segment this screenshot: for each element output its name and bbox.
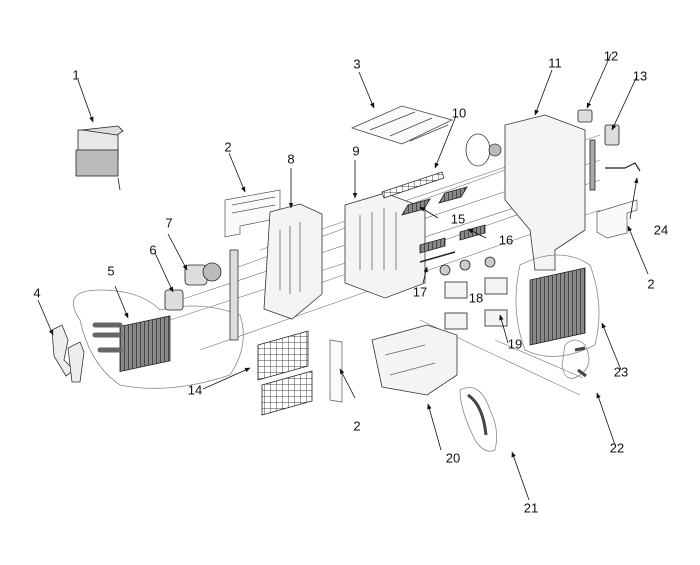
callout-4: 4: [33, 285, 41, 301]
callout-8: 8: [287, 151, 295, 167]
part-2-duct-panel: [224, 189, 281, 238]
part-4-bracket: [51, 324, 85, 383]
callout-14: 14: [187, 382, 203, 398]
callout-11: 11: [548, 55, 562, 71]
callout-19: 19: [507, 336, 523, 352]
part-10-door-strip: [381, 171, 445, 199]
callout-23: 23: [613, 364, 629, 380]
callout-16: 16: [498, 232, 514, 248]
part-19-frames: [444, 277, 508, 330]
part-11-case-right: [465, 114, 586, 271]
part-16-door: [419, 224, 486, 254]
callout-24: 24: [653, 222, 669, 238]
part-18-link: [439, 256, 496, 276]
callout-2-lower: 2: [353, 418, 361, 434]
part-12-actuator: [577, 109, 593, 123]
part-7-actuator: [184, 262, 222, 286]
callout-1: 1: [72, 67, 80, 83]
callout-10: 10: [451, 105, 467, 121]
part-17-shaft: [419, 251, 456, 263]
callout-20: 20: [445, 450, 461, 466]
part-20-lower-case: [329, 324, 458, 403]
callout-17: 17: [412, 284, 428, 300]
part-22-pipe: [561, 339, 590, 379]
part-1-engine: [75, 125, 124, 191]
callout-22: 22: [609, 440, 625, 456]
part-13-actuator: [589, 124, 620, 191]
callout-7: 7: [165, 215, 173, 231]
leader-arrows: [37, 53, 649, 501]
part-6-actuator: [164, 289, 184, 311]
callout-2-right: 2: [647, 276, 655, 292]
part-23-evaporator: [515, 254, 600, 357]
part-8-case-left: [229, 203, 323, 341]
callout-13: 13: [632, 68, 648, 84]
callout-2: 2: [224, 139, 232, 155]
part-2-right-panel: [596, 199, 638, 239]
callout-9: 9: [352, 143, 360, 159]
part-14-ptc-heater: [257, 330, 313, 416]
leader-19-extra: [494, 339, 584, 379]
callout-21: 21: [523, 500, 539, 516]
callout-12: 12: [603, 48, 619, 64]
part-9-case-center: [344, 192, 426, 299]
callout-18: 18: [468, 290, 484, 306]
part-15-door: [401, 186, 468, 216]
part-21-hose: [459, 387, 498, 452]
callout-15: 15: [450, 211, 466, 227]
callout-6: 6: [149, 242, 157, 258]
callout-3: 3: [353, 56, 361, 72]
part-3-filter-cover: [350, 105, 454, 145]
part-5-heater-core: [73, 289, 244, 389]
callout-5: 5: [107, 263, 115, 279]
part-24-wire-harness: [605, 162, 641, 172]
